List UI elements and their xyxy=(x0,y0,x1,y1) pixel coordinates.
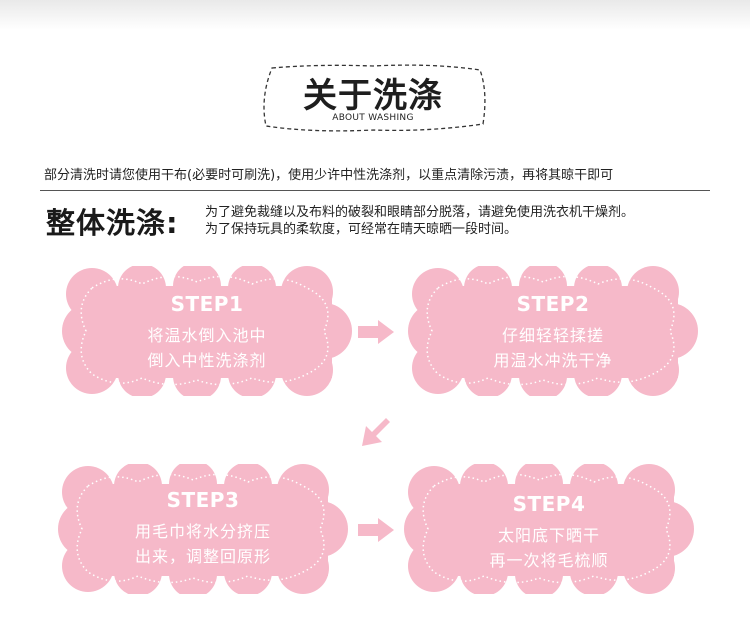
step-title: STEP3 xyxy=(166,488,240,512)
arrow-right-icon xyxy=(358,518,394,542)
divider xyxy=(40,190,710,191)
step-line: 太阳底下晒干 xyxy=(497,526,600,545)
cloud-shape xyxy=(58,464,348,594)
step-line: 用毛巾将水分挤压 xyxy=(134,522,271,541)
step-card: STEP3 用毛巾将水分挤压 出来，调整回原形 xyxy=(58,464,348,594)
section-title-box: 关于洗涤 ABOUT WASHING xyxy=(258,62,488,134)
top-shadow-bar xyxy=(0,0,750,30)
step-line: 出来，调整回原形 xyxy=(134,547,271,566)
step-line: 用温水冲洗干净 xyxy=(493,351,613,370)
page-subtitle: ABOUT WASHING xyxy=(332,113,414,123)
cloud-shape xyxy=(404,464,694,594)
step-line: 仔细轻轻揉搓 xyxy=(501,326,604,345)
cloud-shape xyxy=(62,266,352,396)
step-card: STEP1 将温水倒入池中 倒入中性洗涤剂 xyxy=(62,266,352,396)
arrow-right-icon xyxy=(358,320,394,344)
step-line: 将温水倒入池中 xyxy=(147,326,267,345)
step-title: STEP4 xyxy=(512,492,586,516)
step-card: STEP4 太阳底下晒干 再一次将毛梳顺 xyxy=(404,464,694,594)
whole-wash-title: 整体洗涤: xyxy=(46,206,179,240)
step-title: STEP1 xyxy=(170,292,244,316)
whole-wash-line: 为了保持玩具的柔软度，可经常在晴天晾晒一段时间。 xyxy=(205,222,518,237)
whole-wash-line: 为了避免裁缝以及布料的破裂和眼睛部分脱落，请避免使用洗衣机干燥剂。 xyxy=(205,205,635,220)
title-dashed-frame xyxy=(263,64,486,132)
step-title: STEP2 xyxy=(516,292,590,316)
step-line: 倒入中性洗涤剂 xyxy=(147,351,267,370)
step-line: 再一次将毛梳顺 xyxy=(489,551,609,570)
intro-text: 部分清洗时请您使用干布(必要时可刷洗)，使用少许中性洗涤剂，以重点清除污渍，再将… xyxy=(44,168,614,183)
step-card: STEP2 仔细轻轻揉搓 用温水冲洗干净 xyxy=(408,266,698,396)
arrow-down-left-icon xyxy=(362,418,390,446)
cloud-shape xyxy=(408,266,698,396)
page-title: 关于洗涤 xyxy=(303,76,443,116)
whole-wash-text: 为了避免裁缝以及布料的破裂和眼睛部分脱落，请避免使用洗衣机干燥剂。 为了保持玩具… xyxy=(205,204,634,238)
